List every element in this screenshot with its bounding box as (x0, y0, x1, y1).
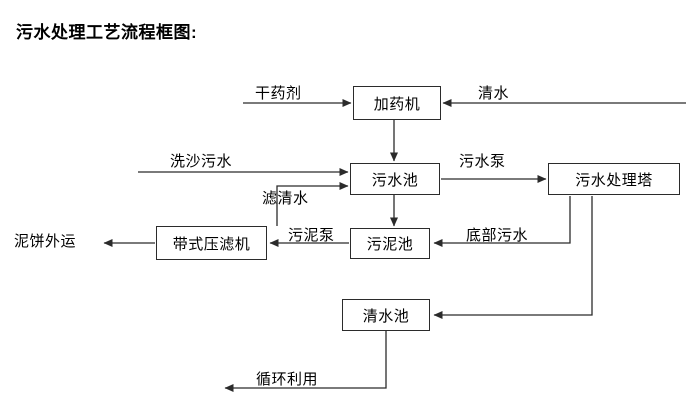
node-belt-filter-press[interactable]: 带式压滤机 (156, 226, 267, 260)
label-sludge-pump: 污泥泵 (288, 227, 335, 244)
label-dry-agent: 干药剂 (255, 85, 302, 102)
edge-clear-pool-to-recycle (224, 331, 387, 392)
node-belt-filter-press-label: 带式压滤机 (172, 235, 251, 253)
node-dosing-machine-label: 加药机 (373, 95, 421, 113)
node-dosing-machine[interactable]: 加药机 (353, 86, 441, 120)
label-recycle-use: 循环利用 (256, 371, 319, 388)
edge-tower-to-sludge-pool (433, 196, 571, 247)
page-title: 污水处理工艺流程框图: (16, 23, 198, 42)
label-mud-cake-transport: 泥饼外运 (14, 233, 77, 250)
node-sewage-pool[interactable]: 污水池 (350, 163, 440, 195)
node-sludge-pool[interactable]: 污泥池 (350, 228, 430, 259)
edge-filtrate-to-sewage-pool (276, 182, 349, 226)
node-treatment-tower[interactable]: 污水处理塔 (548, 163, 680, 195)
label-sand-wash-sewage: 洗沙污水 (170, 153, 233, 170)
node-sewage-pool-label: 污水池 (371, 171, 419, 189)
node-clear-water-pool[interactable]: 清水池 (342, 299, 430, 331)
label-filtrate-water: 滤清水 (262, 190, 309, 207)
label-bottom-sewage: 底部污水 (466, 227, 529, 244)
edge-tower-to-clear-pool (433, 196, 593, 319)
node-sludge-pool-label: 污泥池 (366, 236, 414, 253)
node-clear-water-pool-label: 清水池 (362, 307, 410, 325)
label-sewage-pump: 污水泵 (459, 153, 506, 170)
label-clean-water: 清水 (478, 85, 510, 102)
node-treatment-tower-label: 污水处理塔 (575, 171, 653, 189)
